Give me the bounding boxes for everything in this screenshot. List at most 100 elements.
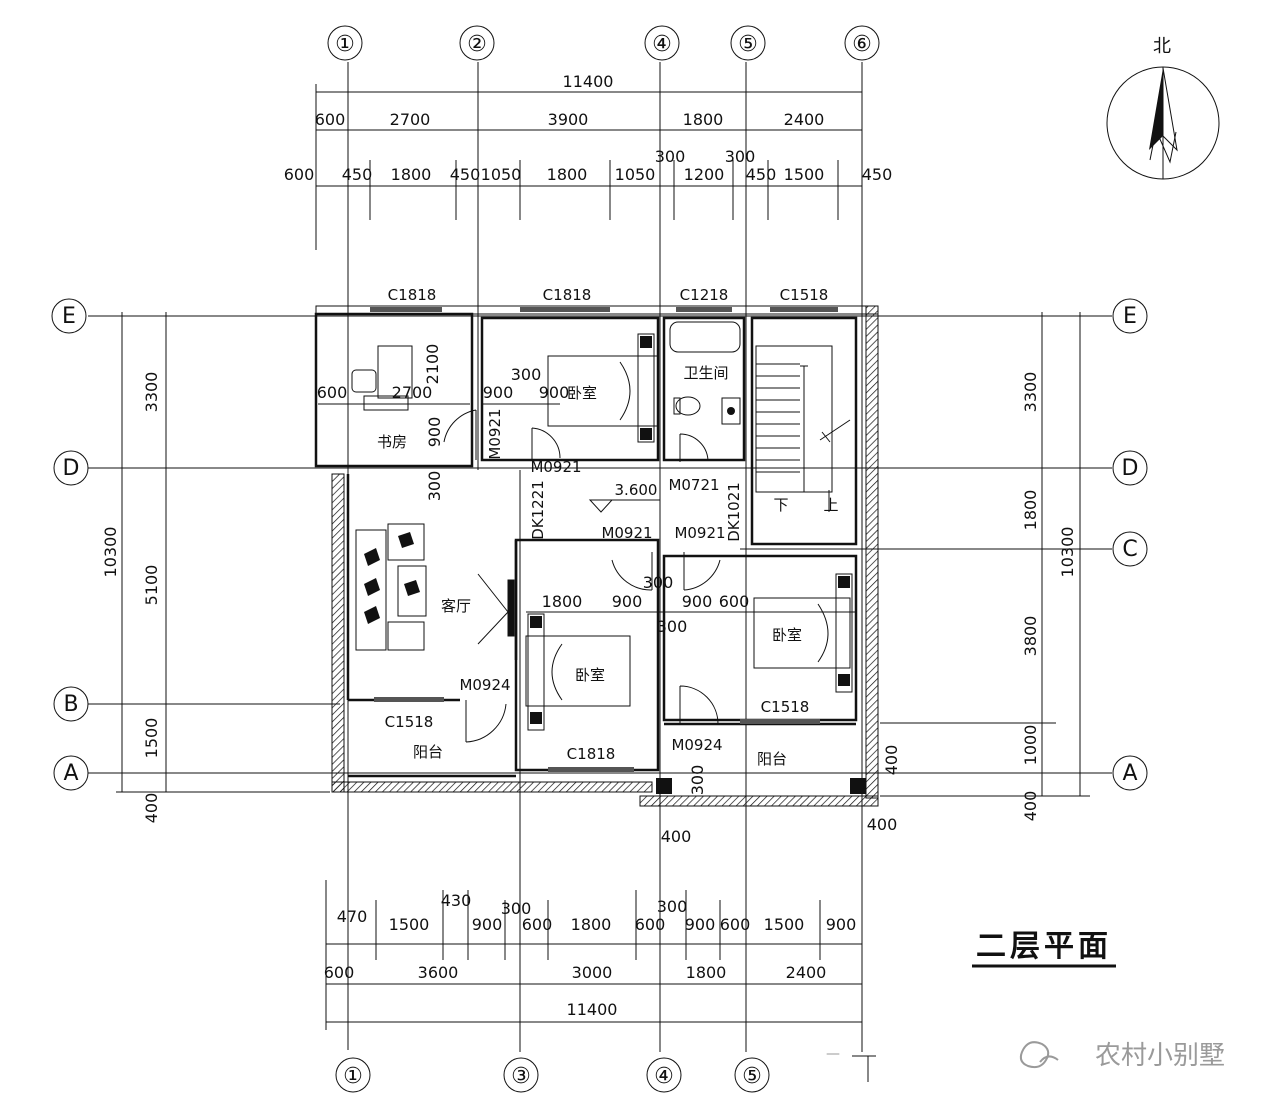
bed-c [525, 635, 631, 707]
dimensions-top [315, 84, 862, 250]
dimensions-right [880, 312, 1090, 797]
grid-label-right-c: C [1122, 537, 1137, 562]
grid-bubble-top-4 [644, 25, 680, 61]
door-label-4: M0921 [674, 524, 725, 542]
doors [443, 409, 721, 743]
room-label-bath: 卫生间 [683, 364, 728, 382]
dim-right-4: 400 [1021, 791, 1040, 822]
inner-dim-6: 900 [425, 417, 444, 448]
dim-bottom-r2-6: 1800 [571, 915, 612, 934]
dim-bottom-r2-0: 470 [337, 907, 368, 926]
dim-top-r2-10: 450 [746, 165, 777, 184]
dim-top-r2-4: 1050 [481, 165, 522, 184]
watermark-dash: — [826, 1046, 840, 1062]
grid-label-bottom-4: ④ [654, 1064, 674, 1089]
inner-dim-15: 400 [661, 827, 692, 846]
dim-bottom-r2-2: 430 [441, 891, 472, 910]
window-label-0: C1818 [388, 286, 437, 304]
dim-bottom-r2-1: 1500 [389, 915, 430, 934]
grid-bubbles-top: ① ② ④ ⑤ ⑥ [327, 25, 880, 61]
grid-label-right-a: A [1122, 761, 1137, 786]
grid-bubble-right-d [1112, 450, 1148, 486]
inner-dimension-lines [318, 403, 856, 613]
window-label-6: C1818 [567, 745, 616, 763]
dim-right-1: 1800 [1021, 490, 1040, 531]
dim-top-r2-2: 1800 [391, 165, 432, 184]
window-label-5: C1518 [761, 698, 810, 716]
dim-top-r1-0: 600 [315, 110, 346, 129]
grid-bubble-top-6 [844, 25, 880, 61]
sofa-left [355, 529, 387, 651]
dim-top-r2-1: 450 [342, 165, 373, 184]
armchair-top [387, 523, 425, 561]
inner-dim-14: 300 [688, 765, 707, 796]
wechat-icon [1019, 1041, 1059, 1069]
grid-label-top-5: ⑤ [738, 32, 758, 57]
grid-label-left-a: A [63, 761, 78, 786]
dim-top-r1-2: 3900 [548, 110, 589, 129]
inner-dim-9: 900 [612, 592, 643, 611]
door-label-0: M0921 [486, 408, 504, 459]
stair-up-label: 上 [823, 496, 838, 514]
west-wall [331, 473, 345, 793]
inner-dim-16: 400 [867, 815, 898, 834]
grid-label-bottom-5: ⑤ [742, 1064, 762, 1089]
grid-bubble-top-1 [327, 25, 363, 61]
dim-left-total: 10300 [101, 527, 120, 578]
grid-bubble-right-e [1112, 298, 1148, 334]
grid-label-top-1: ① [335, 32, 355, 57]
grid-label-right-d: D [1122, 456, 1139, 481]
grid-label-left-e: E [62, 304, 76, 329]
level-marker: 3.600 [588, 481, 660, 513]
walls [314, 305, 879, 807]
stair-down-label: 下 [773, 496, 788, 514]
grid-label-top-4: ④ [652, 32, 672, 57]
grid-bubbles-right: E D C A [1112, 298, 1148, 791]
room-label-bedroom-e: 卧室 [772, 626, 802, 644]
column-6a [850, 778, 866, 794]
dim-top-total: 11400 [563, 72, 614, 91]
inner-dim-13: 300 [657, 617, 688, 636]
room-label-living: 客厅 [441, 597, 471, 615]
grid-bubble-left-e [51, 298, 87, 334]
dimensions-left [116, 312, 330, 793]
dim-bottom-r2-7: 600 [635, 915, 666, 934]
washbasin [721, 397, 741, 425]
grid-bubble-left-a [53, 755, 89, 791]
dim-bottom-r2-8: 300 [657, 897, 688, 916]
level-label: 3.600 [615, 481, 658, 499]
room-label-bedroom-nw: 卧室 [567, 384, 597, 402]
inner-dim-11: 900 [682, 592, 713, 611]
south-wall-west [331, 781, 653, 793]
dim-bottom-r1-4: 2400 [786, 963, 827, 982]
inner-dim-5: 900 [539, 383, 570, 402]
dim-left-1: 5100 [142, 565, 161, 606]
door-label-5: M0924 [459, 676, 510, 694]
grid-bubble-bottom-1 [335, 1057, 371, 1093]
column-4a [656, 778, 672, 794]
chair [351, 369, 377, 393]
south-wall-east [639, 795, 879, 807]
inner-dim-10: 300 [643, 573, 674, 592]
north-arrow: 北 [1106, 36, 1220, 180]
east-wall [865, 305, 879, 799]
door-label-1: M0921 [530, 458, 581, 476]
dim-top-r2-12: 450 [862, 165, 893, 184]
toilet [675, 396, 701, 416]
dim-right-2: 3800 [1021, 616, 1040, 657]
grid-label-bottom-3: ③ [511, 1064, 531, 1089]
drawing-title: 二层平面 [972, 929, 1116, 968]
dim-bottom-r2-5: 600 [522, 915, 553, 934]
door-swing-balcony-w [465, 700, 507, 743]
door-swing-bath [679, 433, 709, 462]
dim-top-r2-8: 1200 [684, 165, 725, 184]
dim-top-r2-11: 1500 [784, 165, 825, 184]
inner-dim-17: 400 [882, 745, 901, 776]
dim-bottom-r1-0: 600 [324, 963, 355, 982]
window-living [374, 697, 444, 702]
dim-bottom-r2-11: 1500 [764, 915, 805, 934]
window-bedroom-c [548, 767, 634, 772]
grid-bubbles-left: E D B A [51, 298, 89, 791]
room-label-study: 书房 [377, 433, 407, 451]
grid-label-left-d: D [63, 456, 80, 481]
